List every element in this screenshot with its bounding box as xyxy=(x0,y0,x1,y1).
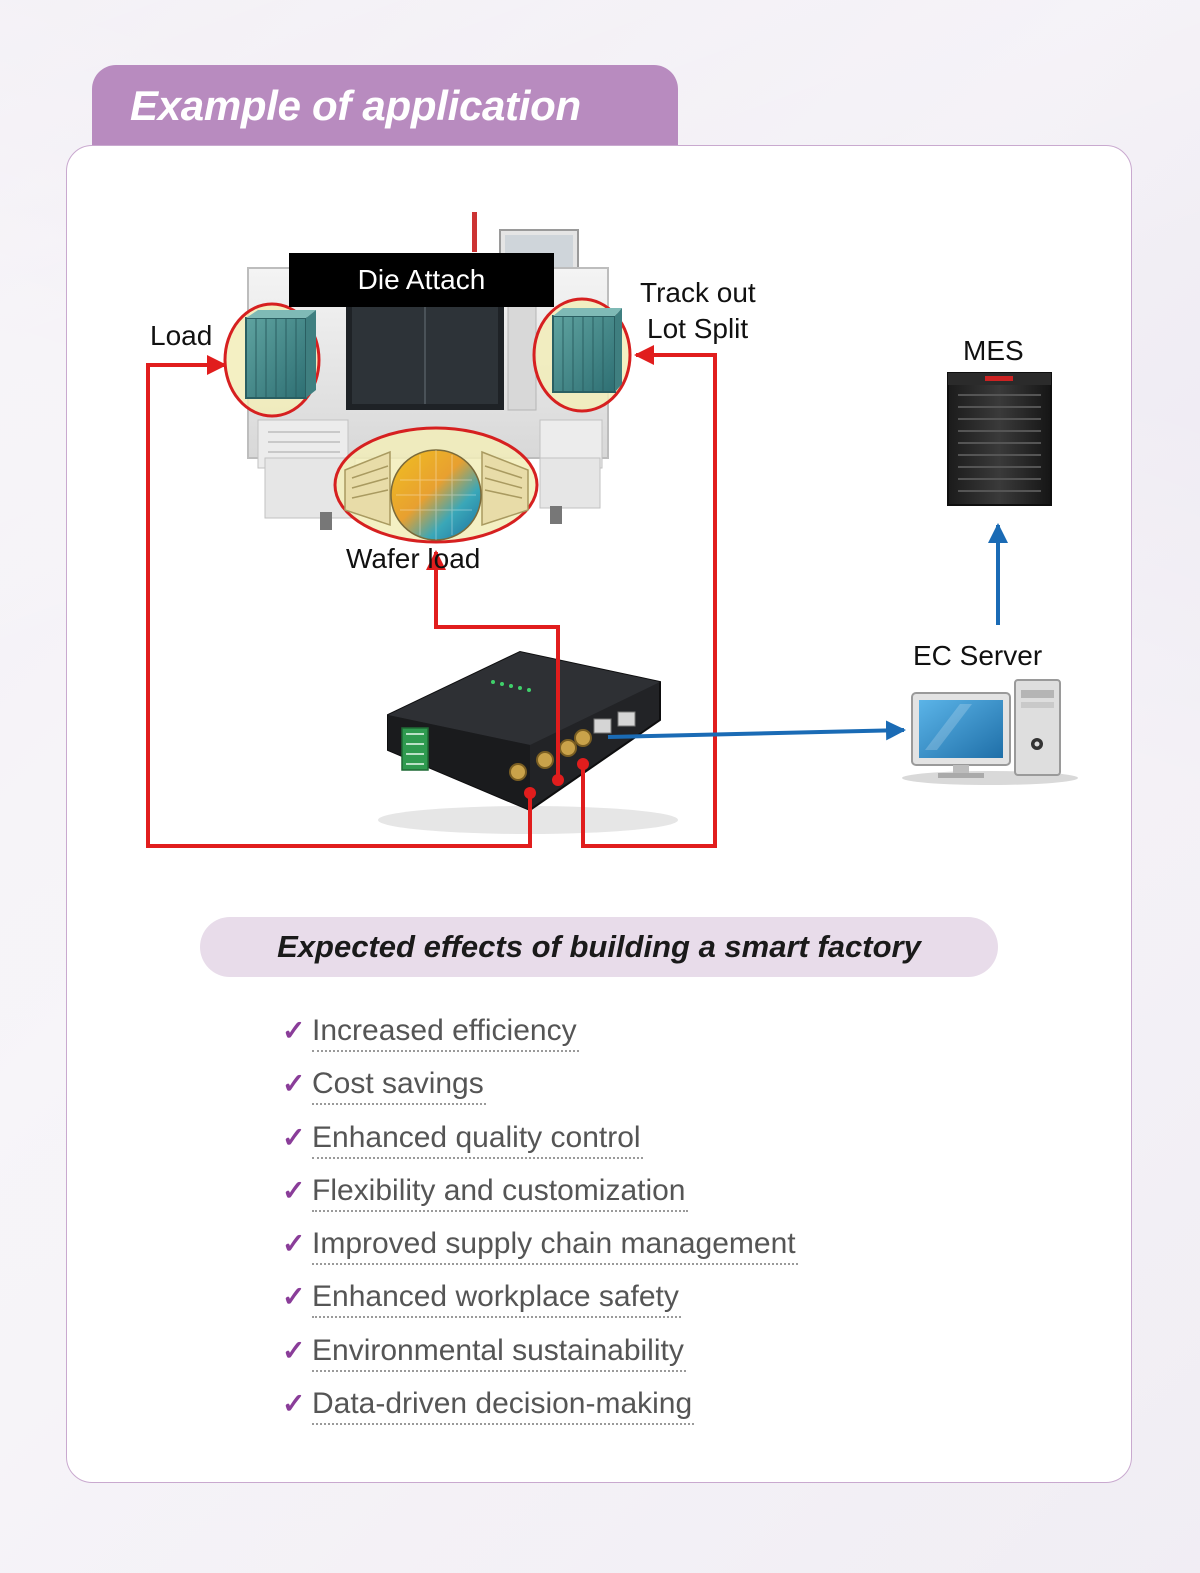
rfid-antenna-links xyxy=(146,345,717,848)
list-item: ✓ Enhanced quality control xyxy=(282,1119,798,1172)
track-out-label: Track out xyxy=(640,277,756,308)
wafer-load-label: Wafer load xyxy=(346,543,481,574)
list-item: ✓ Improved supply chain management xyxy=(282,1225,798,1278)
check-icon: ✓ xyxy=(282,1334,306,1366)
effect-text: Flexibility and customization xyxy=(312,1172,688,1212)
effects-heading-pill: Expected effects of building a smart fac… xyxy=(200,917,998,977)
effect-text: Improved supply chain management xyxy=(312,1225,798,1266)
check-icon: ✓ xyxy=(282,1281,306,1313)
list-item: ✓ Environmental sustainability xyxy=(282,1332,798,1385)
effects-heading: Expected effects of building a smart fac… xyxy=(277,929,921,964)
mes-label: MES xyxy=(963,335,1024,366)
effect-text: Enhanced quality control xyxy=(312,1119,643,1159)
list-item: ✓ Cost savings xyxy=(282,1065,798,1118)
list-item: ✓ Increased efficiency xyxy=(282,1012,798,1065)
network-links xyxy=(607,523,1008,741)
wafer-load-highlight xyxy=(333,426,539,544)
track-out-highlight xyxy=(532,297,632,413)
link-load xyxy=(146,355,532,848)
die-attach-label: Die Attach xyxy=(289,253,554,307)
check-icon: ✓ xyxy=(282,1015,306,1046)
ec-server-computer xyxy=(902,679,1078,785)
check-icon: ✓ xyxy=(282,1121,306,1153)
page-title: Example of application xyxy=(130,82,581,129)
list-item: ✓ Data-driven decision-making xyxy=(282,1385,798,1438)
list-item: ✓ Enhanced workplace safety xyxy=(282,1278,798,1331)
link-reader-to-ec-server xyxy=(607,720,906,741)
link-wafer-load xyxy=(426,550,560,780)
ec-server-label: EC Server xyxy=(913,640,1043,671)
list-item: ✓ Flexibility and customization xyxy=(282,1172,798,1225)
load-label: Load xyxy=(150,320,213,351)
mes-server xyxy=(947,372,1052,506)
antenna-port-3-dot xyxy=(577,758,589,770)
rfid-reader-device xyxy=(378,650,678,834)
effects-list: ✓ Increased efficiency ✓ Cost savings ✓ … xyxy=(282,1012,798,1438)
check-icon: ✓ xyxy=(282,1068,306,1100)
load-highlight xyxy=(223,302,321,418)
antenna-port-2-dot xyxy=(552,774,564,786)
check-icon: ✓ xyxy=(282,1388,306,1420)
title-tab xyxy=(92,65,678,157)
antenna-port-1-dot xyxy=(524,787,536,799)
effect-text: Data-driven decision-making xyxy=(312,1385,695,1426)
effect-text: Environmental sustainability xyxy=(312,1332,686,1372)
lot-split-label: Lot Split xyxy=(647,313,749,344)
effect-text: Increased efficiency xyxy=(312,1012,579,1052)
check-icon: ✓ xyxy=(282,1228,306,1260)
effect-text: Enhanced workplace safety xyxy=(312,1278,681,1319)
effect-text: Cost savings xyxy=(312,1065,486,1106)
check-icon: ✓ xyxy=(282,1174,306,1206)
link-track-out xyxy=(581,345,717,848)
